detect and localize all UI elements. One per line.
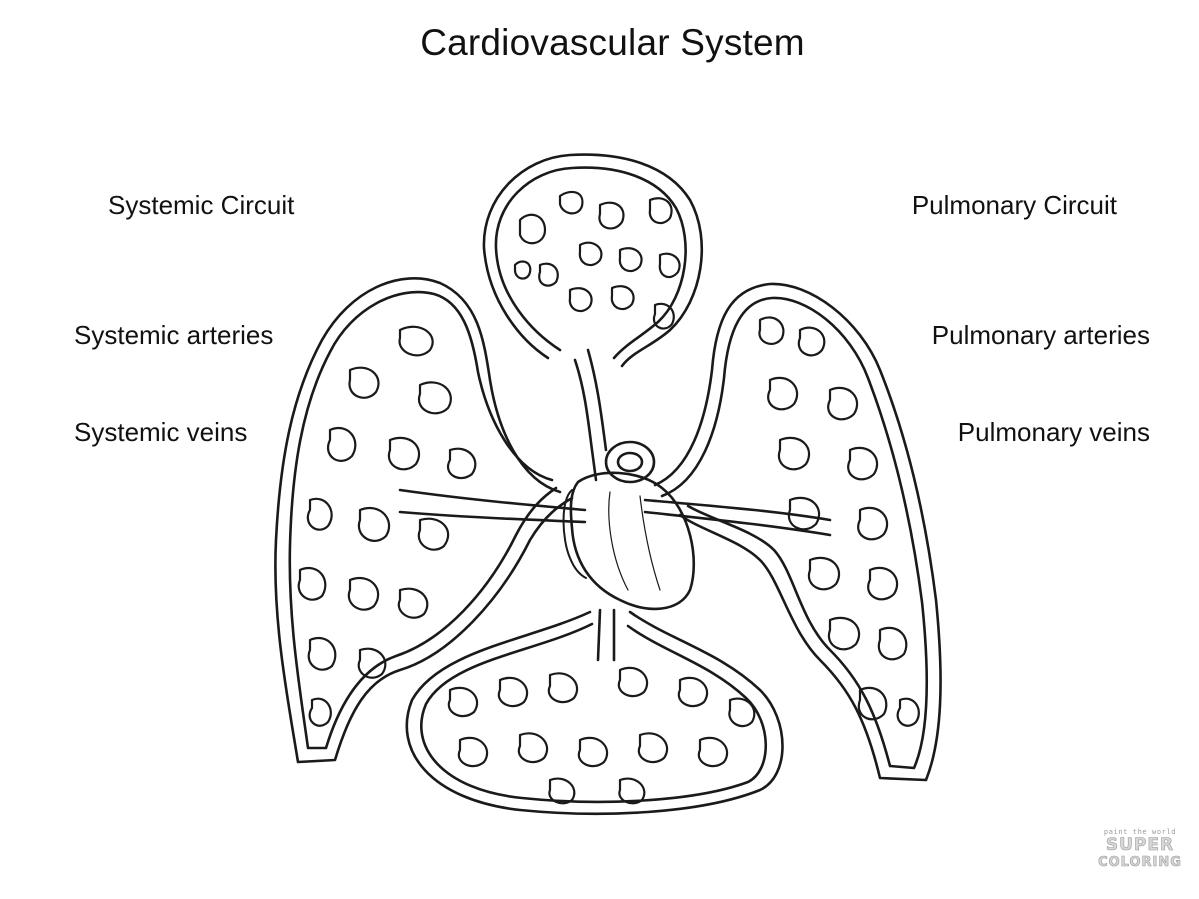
label-systemic-veins: Systemic veins [74, 417, 248, 447]
heart [562, 471, 696, 611]
watermark-logo: paint the world SUPER COLORING [1098, 828, 1182, 884]
label-systemic-circuit: Systemic Circuit [108, 190, 295, 220]
label-pulmonary-arteries: Pulmonary arteries [931, 320, 1150, 350]
right-islands [758, 316, 920, 727]
label-pulmonary-circuit: Pulmonary Circuit [911, 190, 1117, 220]
lower-islands [447, 666, 756, 805]
right-capillary-bed [643, 282, 942, 782]
upper-islands [513, 190, 681, 330]
lower-capillary-bed [405, 610, 784, 816]
watermark-line1: SUPER [1105, 835, 1175, 855]
great-vessels [573, 348, 656, 662]
left-capillary-bed [274, 277, 587, 764]
label-systemic-arteries: Systemic arteries [74, 320, 274, 350]
watermark-tagline: paint the world [1103, 828, 1177, 836]
diagram-title: Cardiovascular System [420, 22, 805, 63]
upper-capillary-bed [482, 153, 704, 368]
watermark-line2: COLORING [1098, 855, 1182, 871]
left-islands [297, 325, 477, 727]
label-pulmonary-veins: Pulmonary veins [957, 417, 1150, 447]
